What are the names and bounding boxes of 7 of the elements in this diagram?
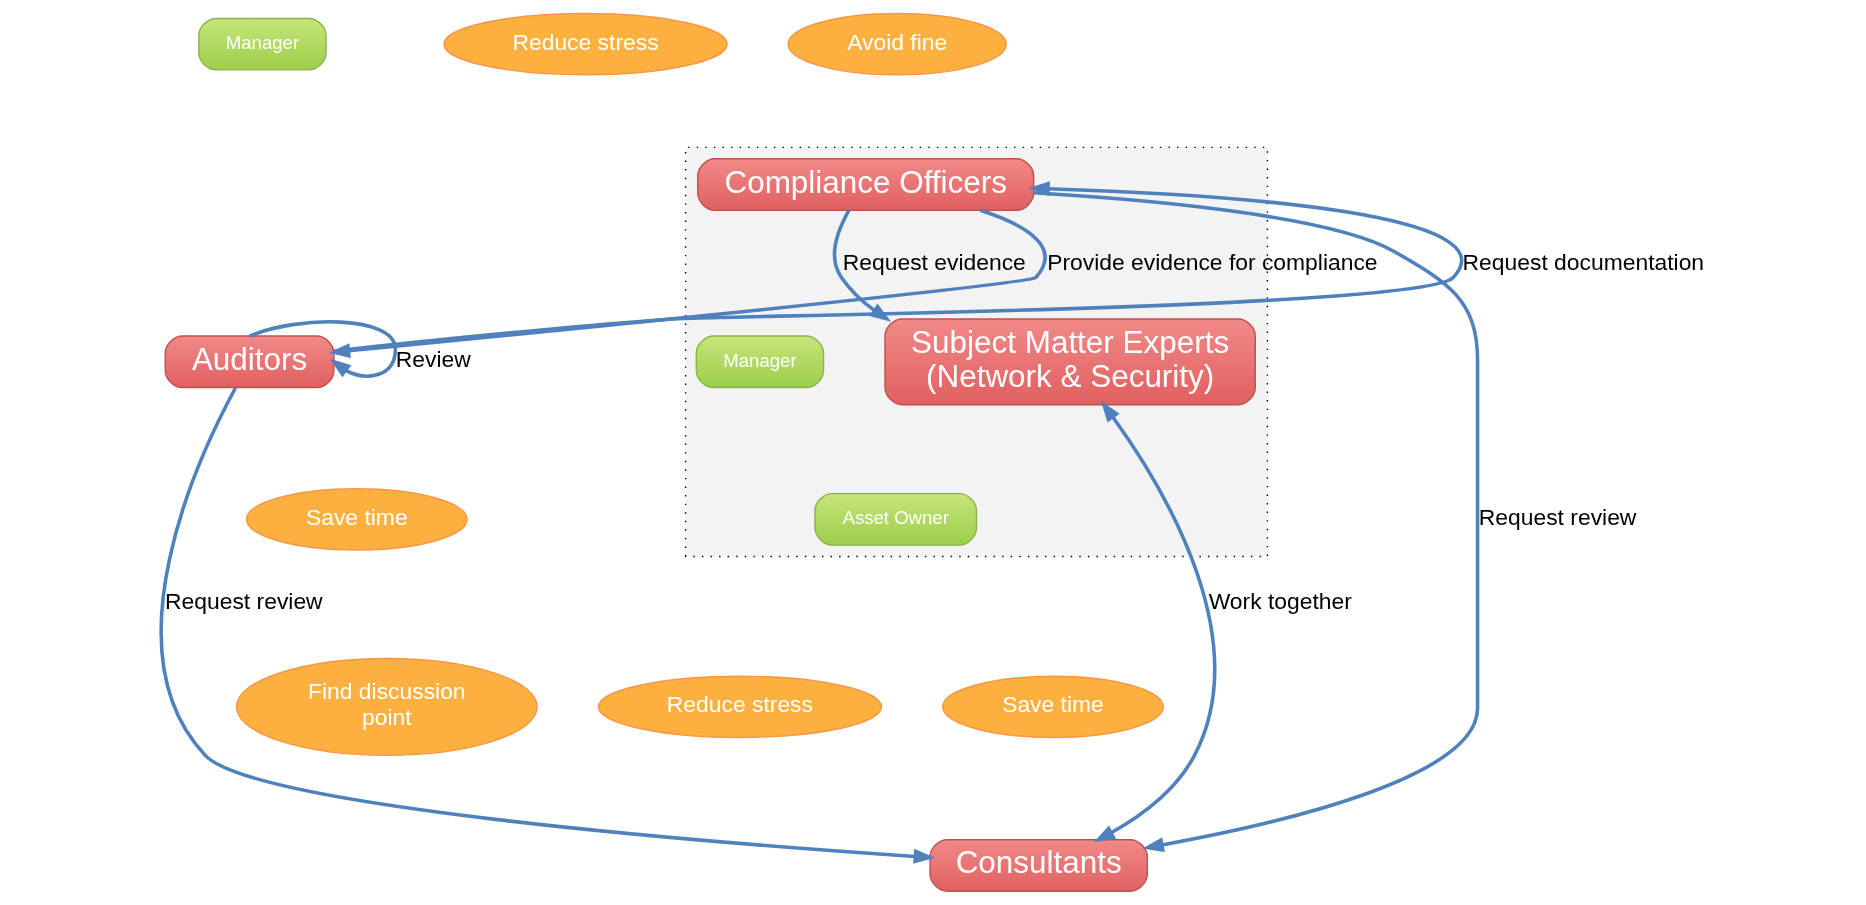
edge-label: Request documentation <box>1462 249 1704 276</box>
edge-label: Request evidence <box>842 249 1026 276</box>
edge-label: Request review <box>1478 503 1636 530</box>
edge-label: Request review <box>164 588 323 615</box>
edge-label: Review <box>395 346 471 373</box>
edge-label: Provide evidence for compliance <box>1046 249 1378 276</box>
edge-label: Work together <box>1208 588 1352 615</box>
